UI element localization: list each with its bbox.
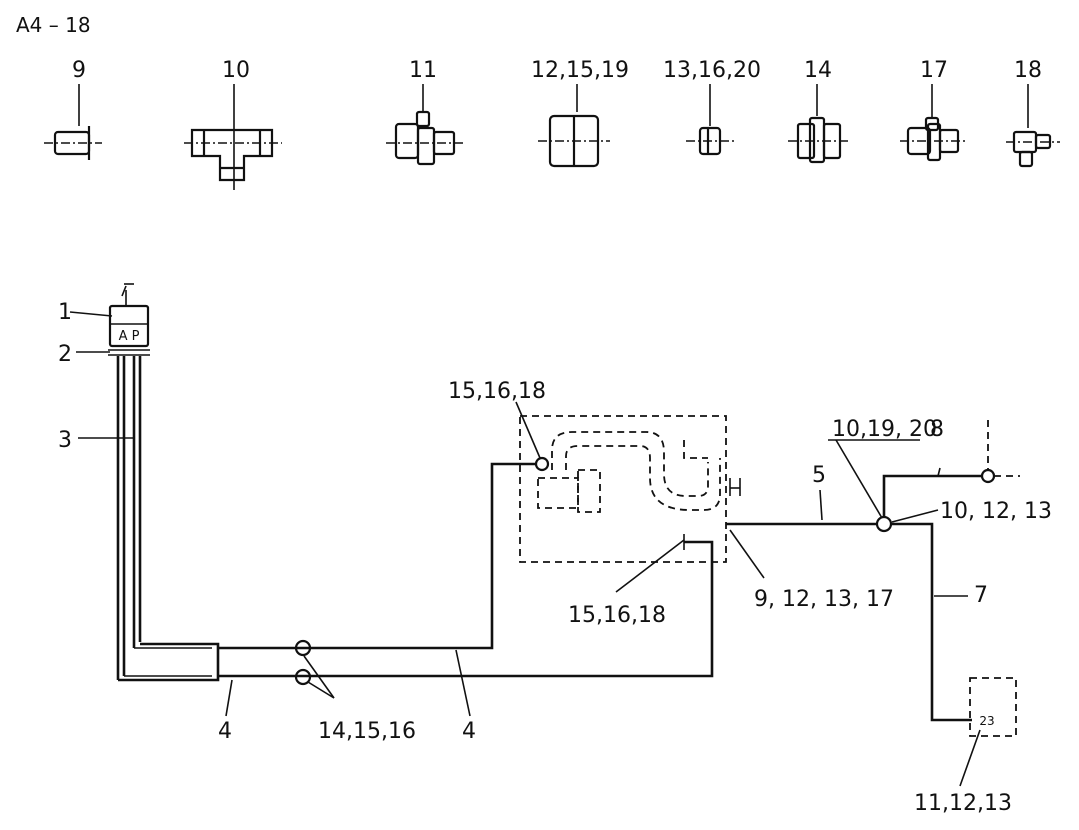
- fitting-11-label: 11: [409, 58, 437, 83]
- fitting-18: 18: [1006, 58, 1060, 168]
- fitting-14-label: 14: [804, 58, 832, 83]
- tee-fitting: [875, 515, 893, 533]
- page-reference: A4 – 18: [16, 13, 91, 37]
- line-8-end-fitting: [980, 468, 996, 484]
- fitting-10-label: 10: [222, 58, 250, 83]
- callout-5: 5: [812, 463, 826, 488]
- fitting-14: 14: [788, 58, 850, 164]
- fitting-18-label: 18: [1014, 58, 1042, 83]
- callout-2: 2: [58, 342, 72, 367]
- callout-7: 7: [974, 583, 988, 608]
- unit-inlet-fitting: [534, 456, 550, 472]
- fitting-17: 17: [900, 58, 966, 162]
- box-23-label: 23: [979, 714, 994, 728]
- callout-15-16-18-bottom: 15,16,18: [568, 603, 666, 628]
- callout-10-12-13: 10, 12, 13: [940, 499, 1052, 524]
- leader-lines: [69, 311, 981, 787]
- callout-4b: 4: [462, 719, 476, 744]
- callout-15-16-18-top: 15,16,18: [448, 379, 546, 404]
- callout-11-12-13: 11,12,13: [914, 791, 1012, 816]
- callout-9-12-13-17: 9, 12, 13, 17: [754, 587, 894, 612]
- valve-ap-label: A P: [119, 329, 140, 344]
- callout-3: 3: [58, 428, 72, 453]
- callout-1: 1: [58, 300, 72, 325]
- fitting-12-label: 12,15,19: [531, 58, 629, 83]
- fitting-9-label: 9: [72, 58, 86, 83]
- circuit: A P: [108, 283, 1020, 737]
- fitting-legend: 9 10 11 12,15,19: [44, 58, 1060, 190]
- fitting-9: 9: [44, 58, 102, 160]
- fitting-13-16-20: 13,16,20: [663, 58, 761, 156]
- callouts: 1 2 3 4 14,15,16 4 15,16,18 15,16,18 9, …: [58, 300, 1052, 816]
- fitting-circle-upper: [294, 639, 312, 657]
- callout-14-15-16: 14,15,16: [318, 719, 416, 744]
- callout-4a: 4: [218, 719, 232, 744]
- fitting-10: 10: [184, 58, 282, 190]
- fitting-13-label: 13,16,20: [663, 58, 761, 83]
- callout-10-19-20: 10,19, 20: [832, 417, 937, 442]
- valve-ap: A P: [108, 283, 150, 348]
- fitting-12-15-19: 12,15,19: [531, 58, 629, 168]
- fitting-17-label: 17: [920, 58, 948, 83]
- fitting-circle-lower: [294, 668, 312, 686]
- fitting-11: 11: [386, 58, 464, 166]
- callout-8: 8: [930, 417, 944, 442]
